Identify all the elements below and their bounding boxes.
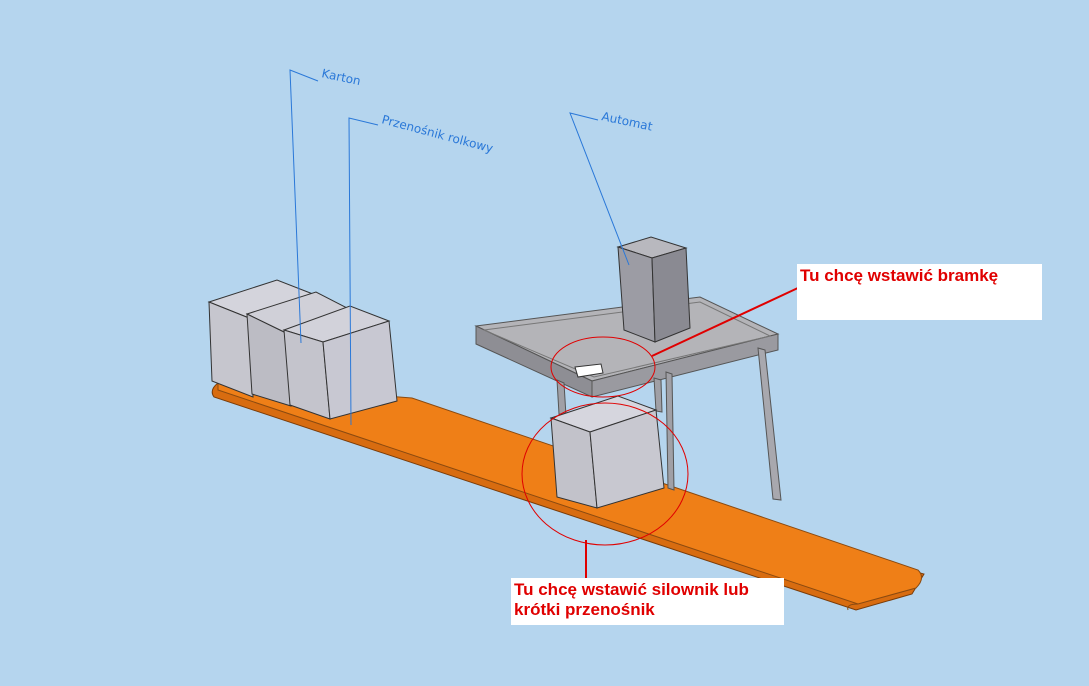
carton-under-table <box>549 395 665 509</box>
callout-actuator-line2: krótki przenośnik <box>514 600 655 619</box>
callout-gate: Tu chcę wstawić bramkę <box>797 264 1042 320</box>
cartons-group <box>207 279 398 420</box>
gate-circle <box>550 336 656 398</box>
table <box>474 296 782 501</box>
label-przenosnik: Przenośnik rolkowy <box>380 112 494 155</box>
callout-actuator: Tu chcę wstawić silownik lub krótki prze… <box>511 578 784 625</box>
callout-gate-text: Tu chcę wstawić bramkę <box>800 266 999 285</box>
label-automat: Automat <box>600 109 654 133</box>
actuator-circle <box>521 402 689 546</box>
label-karton: Karton <box>320 66 362 88</box>
red-annotations <box>521 286 801 580</box>
leader-lines <box>289 69 630 426</box>
automat-block <box>616 236 691 343</box>
callout-actuator-line1: Tu chcę wstawić silownik lub <box>514 580 749 599</box>
gate-pointer <box>651 286 801 357</box>
